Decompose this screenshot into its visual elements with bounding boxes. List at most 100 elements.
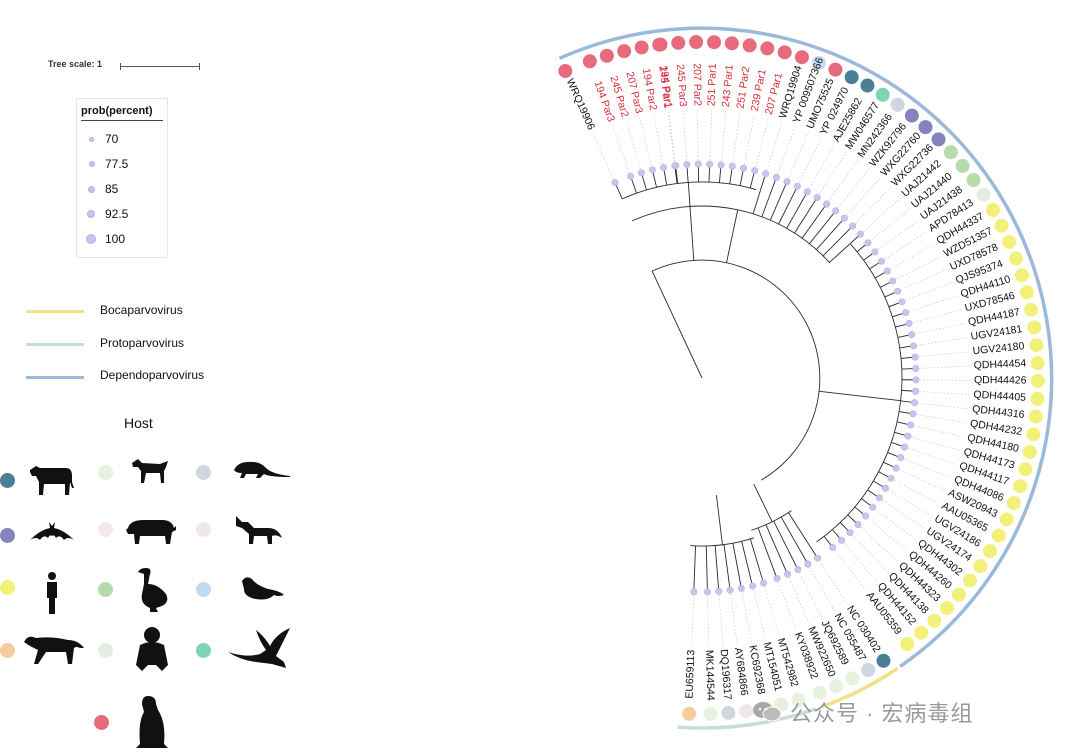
monkey-icon — [136, 627, 168, 671]
tip-leader — [809, 144, 835, 189]
tip-leader — [799, 572, 823, 618]
bootstrap-node — [871, 248, 879, 256]
bootstrap-node — [898, 298, 906, 306]
host-dot — [689, 35, 704, 50]
bootstrap-node — [857, 230, 865, 238]
bootstrap-node — [803, 188, 811, 196]
bootstrap-node — [728, 162, 736, 170]
tip-branch — [732, 543, 742, 589]
prob-dot-icon — [87, 210, 95, 218]
tip-leader-lines — [592, 110, 970, 646]
bootstrap-node — [902, 309, 910, 317]
tree-scale-bar — [120, 63, 200, 70]
host-goose-dot — [98, 582, 113, 597]
host-dot — [1030, 373, 1045, 388]
bootstrap-node — [883, 267, 891, 275]
clade-arc — [751, 510, 792, 531]
host-dot — [1030, 391, 1045, 406]
host-dog-dot — [98, 465, 113, 480]
tip-leader — [709, 110, 712, 161]
tip-leader — [846, 177, 881, 216]
prob-legend-row: 92.5 — [77, 204, 128, 224]
bootstrap-node — [637, 169, 645, 177]
bootstrap-node — [887, 474, 895, 482]
bootstrap-node — [773, 574, 781, 582]
bootstrap-node — [911, 399, 919, 407]
watermark-text: 公众号 · 宏病毒组 — [790, 701, 974, 726]
tip-leader — [755, 118, 769, 167]
watermark: 公众号 · 宏病毒组 — [752, 696, 974, 728]
host-dot — [794, 50, 809, 65]
prob-dot-icon — [88, 185, 95, 193]
host-dot — [991, 528, 1006, 543]
tip-label: 251 Par1 — [705, 63, 719, 106]
bootstrap-node — [911, 353, 919, 361]
tip-leader — [911, 436, 961, 452]
host-dot — [721, 705, 736, 720]
tip-leader — [908, 447, 956, 465]
tip-branch — [714, 545, 720, 592]
tip-label: 207 Par2 — [691, 63, 704, 106]
tip-leader — [896, 256, 942, 280]
swan-icon — [228, 628, 290, 668]
tip-label: 245 Par1 — [656, 65, 673, 109]
rat-icon — [234, 461, 290, 478]
bootstrap-node — [703, 588, 711, 596]
boca-legend-label: Bocaparvovirus — [100, 303, 183, 317]
bootstrap-node — [671, 162, 679, 170]
host-dot — [724, 36, 739, 51]
tip-branch — [757, 527, 778, 579]
host-dot — [791, 692, 806, 707]
bootstrap-node — [804, 560, 812, 568]
tip-branch — [723, 544, 731, 591]
host-dot — [1029, 338, 1044, 353]
host-dot — [999, 512, 1014, 527]
tip-leader — [882, 499, 925, 529]
host-legend-title: Host — [124, 415, 153, 431]
host-dot — [860, 78, 875, 93]
bootstrap-node — [838, 536, 846, 544]
tip-leader — [852, 535, 888, 572]
tip-label: 194 Par1 — [657, 65, 674, 109]
host-dot — [707, 35, 722, 50]
bootstrap-node — [648, 166, 656, 174]
bootstrap-node — [910, 342, 918, 350]
bootstrap-node — [740, 164, 748, 172]
tip-leader — [917, 337, 967, 346]
tip-branch — [780, 516, 809, 565]
bootstrap-node — [762, 170, 770, 178]
host-dot — [845, 671, 860, 686]
clade-branch — [715, 495, 723, 545]
tip-leader — [682, 110, 687, 161]
tip-leader — [753, 589, 766, 639]
host-dot — [1006, 496, 1021, 511]
bootstrap-node — [881, 484, 889, 492]
dog-icon — [132, 459, 168, 483]
tip-leader — [718, 595, 724, 646]
tip-leader — [697, 110, 699, 161]
bootstrap-node — [840, 214, 848, 222]
bootstrap-node — [877, 257, 885, 265]
dependo-legend-label: Dependoparvovirus — [100, 368, 205, 382]
bootstrap-node — [717, 161, 725, 169]
bootstrap-node — [783, 178, 791, 186]
tip-leader — [653, 114, 664, 164]
tip-leader — [834, 550, 866, 591]
prob-value: 70 — [105, 132, 119, 146]
tip-leader — [843, 543, 877, 582]
tip-leader — [730, 594, 738, 644]
host-pig-dot — [98, 522, 113, 537]
host-dot — [1013, 479, 1028, 494]
tip-label: EU659113 — [684, 649, 698, 698]
pig-icon — [126, 520, 176, 544]
prob-legend-title: prob(percent) — [81, 105, 153, 117]
bootstrap-node — [690, 588, 698, 596]
bootstrap-node — [912, 387, 920, 395]
bootstrap-node — [706, 160, 714, 168]
host-dot — [994, 218, 1009, 233]
tip-leader — [916, 414, 967, 424]
chat-icon — [753, 702, 782, 722]
tip-leader — [667, 112, 675, 162]
root-branch — [651, 270, 703, 379]
